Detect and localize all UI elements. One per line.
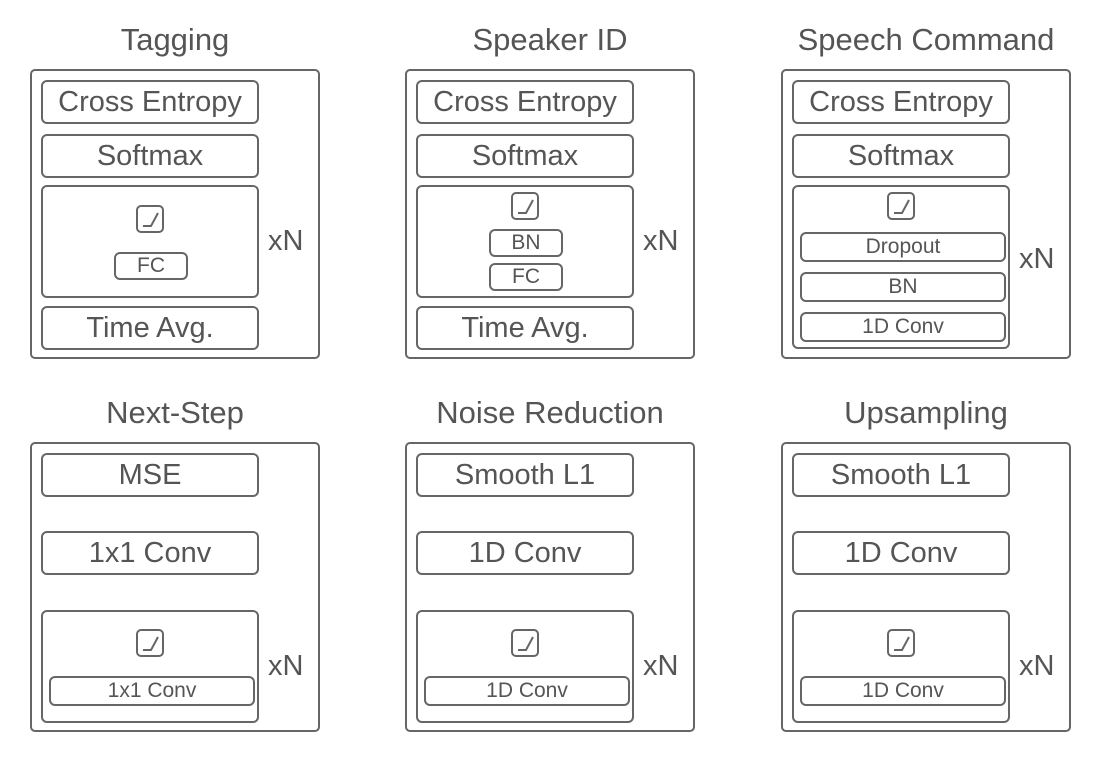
pool-layer: Time Avg. [41,306,259,350]
repeated-block: 1D Conv [416,610,634,723]
loss-layer: MSE [41,453,259,497]
loss-layer: Cross Entropy [416,80,634,124]
panel-frame: Cross Entropy Softmax FC xN Time Avg. [30,69,320,359]
panel-title: Upsampling [844,395,1008,430]
panel-title: Speech Command [797,22,1055,57]
block-layer-1d-conv: 1D Conv [424,676,630,706]
pool-layer: Time Avg. [416,306,634,350]
head-layer: Softmax [41,134,259,178]
repeat-label: xN [643,225,679,257]
block-layer-1x1-conv: 1x1 Conv [49,676,255,706]
panel-next-step: Next-Step MSE 1x1 Conv 1x1 Conv xN [30,373,320,743]
relu-activation-icon [511,629,539,657]
block-layer-bn: BN [489,229,563,257]
head-layer: Softmax [792,134,1010,178]
head-layer: 1D Conv [416,531,634,575]
relu-activation-icon [887,192,915,220]
repeated-block: 1x1 Conv [41,610,259,723]
panel-frame: Smooth L1 1D Conv 1D Conv xN [405,442,695,732]
block-layer-bn: BN [800,272,1006,302]
relu-activation-icon [136,205,164,233]
repeated-block: BN FC [416,185,634,298]
repeat-label: xN [1019,243,1055,275]
loss-layer: Cross Entropy [792,80,1010,124]
panel-title: Tagging [120,22,230,57]
panel-frame: MSE 1x1 Conv 1x1 Conv xN [30,442,320,732]
repeated-block: FC [41,185,259,298]
block-layer-1d-conv: 1D Conv [800,312,1006,342]
panel-title: Speaker ID [472,22,628,57]
head-layer: Softmax [416,134,634,178]
repeated-block: 1D Conv [792,610,1010,723]
panel-upsampling: Upsampling Smooth L1 1D Conv 1D Conv xN [781,373,1071,743]
repeat-label: xN [268,225,304,257]
loss-layer: Cross Entropy [41,80,259,124]
head-layer: 1D Conv [792,531,1010,575]
panel-frame: Cross Entropy Softmax BN FC xN Time Avg. [405,69,695,359]
relu-activation-icon [511,192,539,220]
panel-frame: Cross Entropy Softmax Dropout BN 1D Conv… [781,69,1071,359]
panel-tagging: Tagging Cross Entropy Softmax FC xN Time… [30,0,320,370]
block-layer-fc: FC [114,252,188,280]
block-layer-fc: FC [489,263,563,291]
block-layer-dropout: Dropout [800,232,1006,262]
relu-activation-icon [887,629,915,657]
panel-speaker-id: Speaker ID Cross Entropy Softmax BN FC x… [405,0,695,370]
panel-frame: Smooth L1 1D Conv 1D Conv xN [781,442,1071,732]
relu-activation-icon [136,629,164,657]
panel-title: Noise Reduction [436,395,664,430]
repeat-label: xN [643,650,679,682]
loss-layer: Smooth L1 [792,453,1010,497]
panel-title: Next-Step [106,395,244,430]
repeated-block: Dropout BN 1D Conv [792,185,1010,349]
repeat-label: xN [1019,650,1055,682]
head-layer: 1x1 Conv [41,531,259,575]
repeat-label: xN [268,650,304,682]
panel-noise-reduction: Noise Reduction Smooth L1 1D Conv 1D Con… [405,373,695,743]
block-layer-1d-conv: 1D Conv [800,676,1006,706]
loss-layer: Smooth L1 [416,453,634,497]
panel-speech-command: Speech Command Cross Entropy Softmax Dro… [781,0,1071,370]
